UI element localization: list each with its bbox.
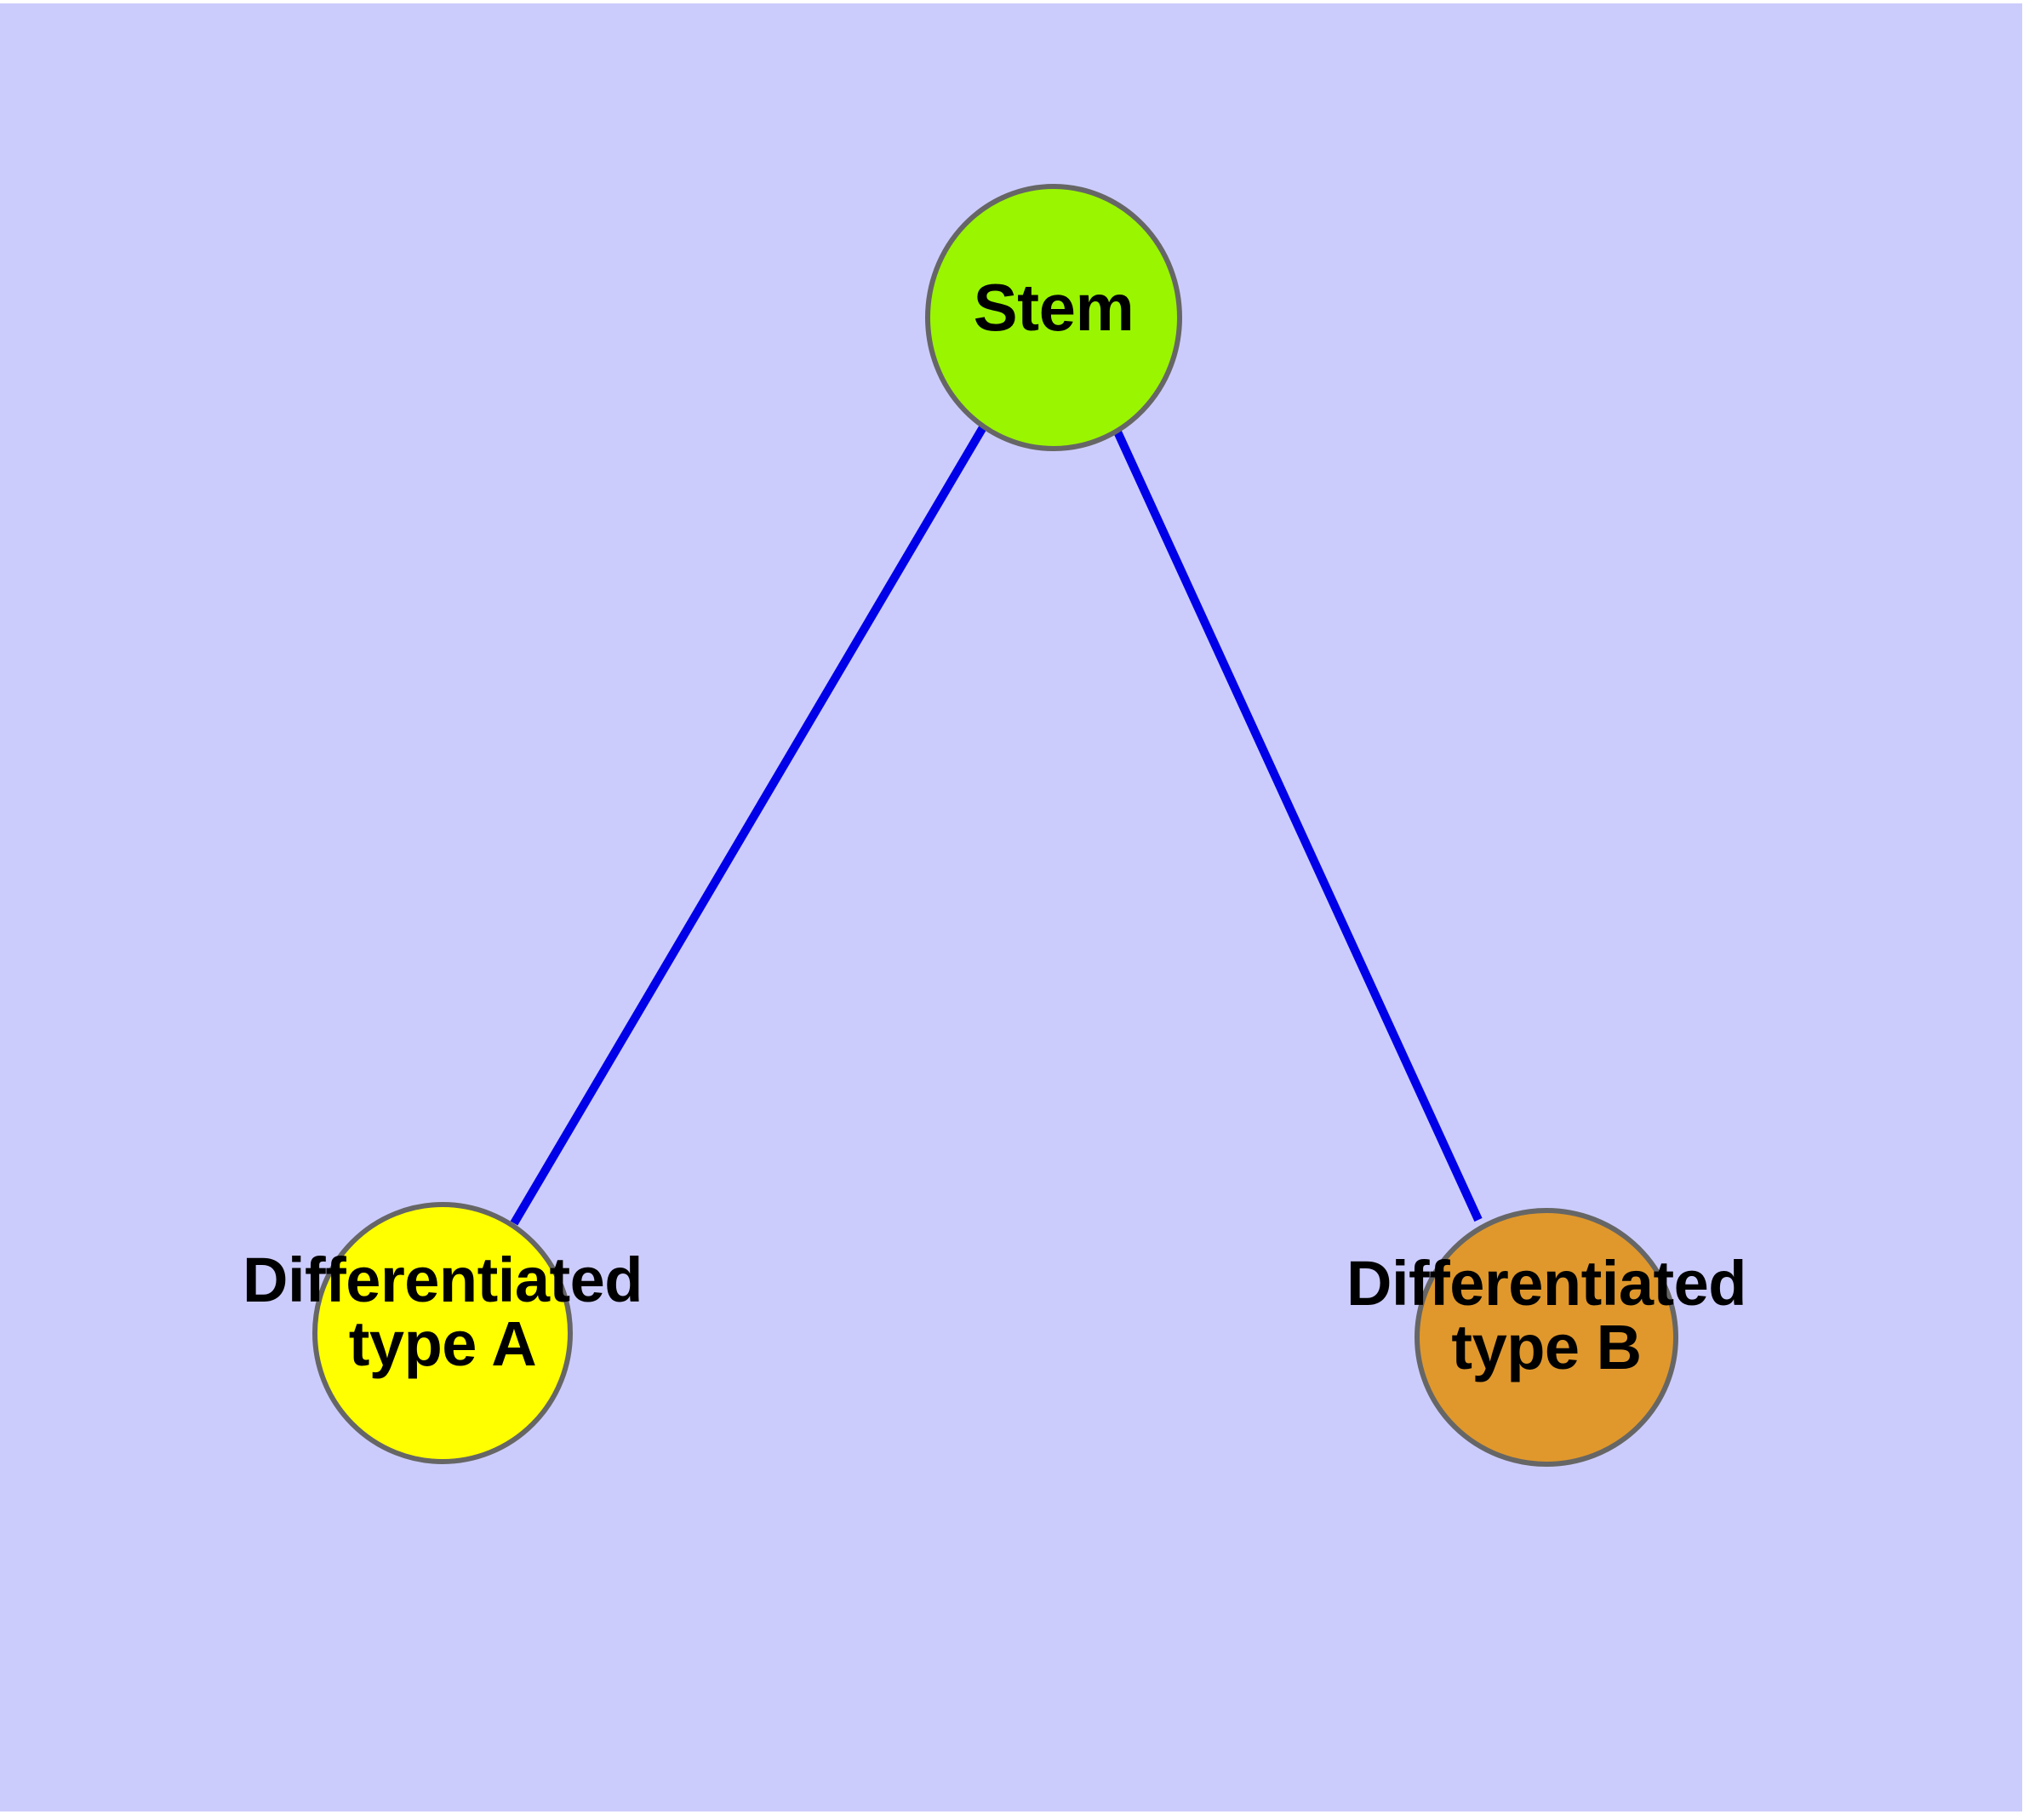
edge-stem-to-differentiated-type-b xyxy=(1112,427,1483,1222)
node-differentiated-type-a[interactable] xyxy=(312,1202,573,1464)
edge-stem-to-differentiated-type-a xyxy=(510,425,987,1226)
node-differentiated-type-b[interactable] xyxy=(1415,1208,1678,1467)
node-stem[interactable] xyxy=(925,184,1182,451)
